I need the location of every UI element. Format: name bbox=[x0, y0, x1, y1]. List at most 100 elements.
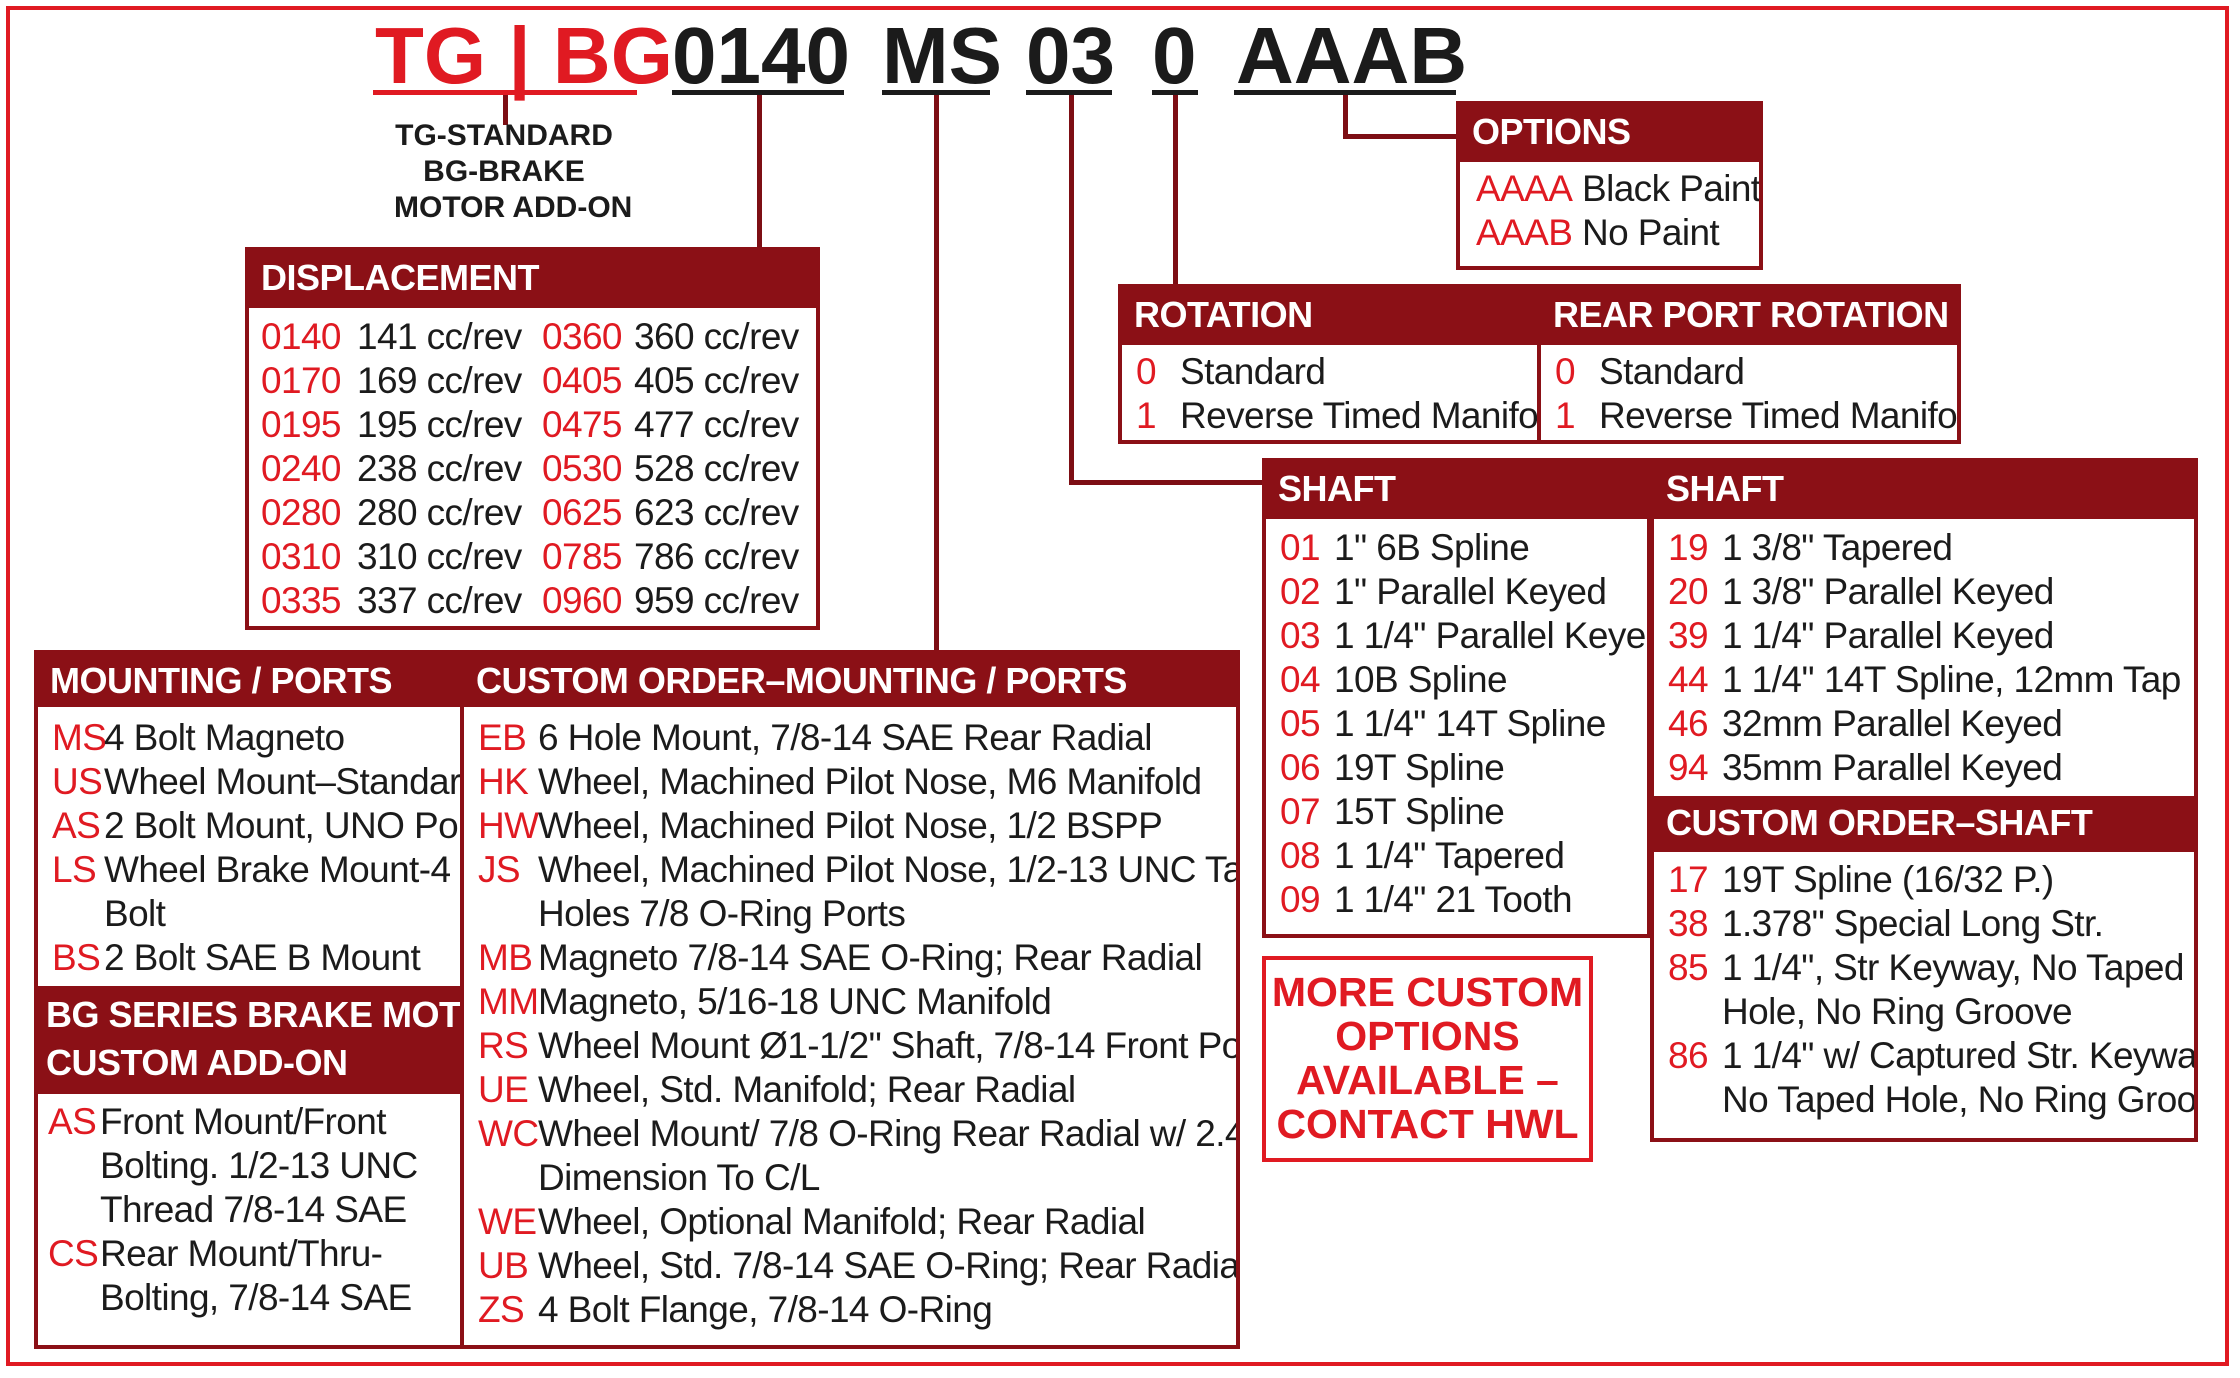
displacement-code: 0170 bbox=[261, 360, 342, 401]
bg-series-label: Bolting. 1/2-13 UNC bbox=[100, 1145, 418, 1186]
mounting-label: Dimension To C/L bbox=[538, 1157, 820, 1198]
custom-shaft-row-continued: No Taped Hole, No Ring Groove bbox=[1722, 1078, 2194, 1122]
mounting-label: Wheel, Std. 7/8-14 SAE O-Ring; Rear Radi… bbox=[538, 1245, 1240, 1286]
shaft-code: 19 bbox=[1668, 527, 1709, 568]
bg-series-label: Bolting, 7/8-14 SAE bbox=[100, 1277, 412, 1318]
rear-port-rotation-code: 1 bbox=[1555, 395, 1576, 436]
displacement-value: 337 cc/rev bbox=[357, 580, 522, 621]
connector-rotation bbox=[1173, 95, 1178, 286]
bg-series-row-continued: Bolting. 1/2-13 UNC bbox=[100, 1144, 418, 1188]
shaft-label: 1 1/4" Tapered bbox=[1334, 835, 1565, 876]
mounting-code: WC bbox=[478, 1113, 539, 1154]
shaft-row: 39 1 1/4" Parallel Keyed bbox=[1668, 614, 2054, 658]
shaft-title-right: SHAFT bbox=[1666, 468, 1784, 509]
code-options: AAAB bbox=[1236, 11, 1468, 100]
displacement-code: 0240 bbox=[261, 448, 342, 489]
underline-options bbox=[1234, 90, 1456, 95]
shaft-code: 38 bbox=[1668, 903, 1709, 944]
bg-series-header: BG SERIES BRAKE MOTOR CUSTOM ADD-ON bbox=[38, 986, 460, 1094]
displacement-code: 0360 bbox=[542, 316, 623, 357]
mounting-code: MS bbox=[52, 717, 107, 758]
mounting-header: MOUNTING / PORTS bbox=[38, 654, 460, 707]
custom-shaft-title: CUSTOM ORDER–SHAFT bbox=[1666, 802, 2093, 843]
shaft-code: 39 bbox=[1668, 615, 1709, 656]
custom-shaft-row-continued: Hole, No Ring Groove bbox=[1722, 990, 2073, 1034]
mounting-label: 2 Bolt Mount, UNO Ports bbox=[104, 805, 464, 846]
mounting-code: UE bbox=[478, 1069, 529, 1110]
mounting-label: Bolt bbox=[104, 893, 166, 934]
mounting-code: MB bbox=[478, 937, 533, 978]
mounting-code: HW bbox=[478, 805, 539, 846]
custom-shaft-header: CUSTOM ORDER–SHAFT bbox=[1654, 796, 2194, 852]
displacement-value: 169 cc/rev bbox=[357, 360, 522, 401]
shaft-label: 35mm Parallel Keyed bbox=[1722, 747, 2063, 788]
shaft-code: 03 bbox=[1280, 615, 1321, 656]
underline-displacement bbox=[672, 90, 844, 95]
shaft-header-right: SHAFT bbox=[1654, 462, 2194, 519]
mounting-label: Wheel, Std. Manifold; Rear Radial bbox=[538, 1069, 1076, 1110]
mounting-code: US bbox=[52, 761, 103, 802]
custom-mounting-header: CUSTOM ORDER–MOUNTING / PORTS bbox=[464, 654, 1236, 707]
mounting-code: RS bbox=[478, 1025, 529, 1066]
displacement-code: 0785 bbox=[542, 536, 623, 577]
shaft-row: 05 1 1/4" 14T Spline bbox=[1280, 702, 1606, 746]
mounting-label: 6 Hole Mount, 7/8-14 SAE Rear Radial bbox=[538, 717, 1153, 758]
option-code: AAAB bbox=[1476, 212, 1573, 253]
shaft-code: 07 bbox=[1280, 791, 1321, 832]
rotation-code: 1 bbox=[1136, 395, 1157, 436]
mounting-code: UB bbox=[478, 1245, 529, 1286]
shaft-code: 17 bbox=[1668, 859, 1709, 900]
shaft-label: 1 1/4" Parallel Keyed bbox=[1722, 615, 2054, 656]
underline-series bbox=[373, 90, 637, 95]
connector-shaft-v bbox=[1069, 95, 1074, 485]
bg-series-label: Thread 7/8-14 SAE bbox=[100, 1189, 407, 1230]
shaft-code: 94 bbox=[1668, 747, 1709, 788]
mounting-label: Wheel Mount/ 7/8 O-Ring Rear Radial w/ 2… bbox=[538, 1113, 1240, 1154]
rotation-title: ROTATION bbox=[1134, 294, 1313, 335]
shaft-code: 05 bbox=[1280, 703, 1321, 744]
rear-port-rotation-label: Standard bbox=[1599, 351, 1745, 392]
displacement-code: 0475 bbox=[542, 404, 623, 445]
mounting-row: USWheel Mount–Standard bbox=[52, 760, 460, 804]
mounting-code: AS bbox=[52, 805, 101, 846]
underline-shaft bbox=[1026, 90, 1112, 95]
shaft-label: 1 3/8" Parallel Keyed bbox=[1722, 571, 2054, 612]
displacement-value: 195 cc/rev bbox=[357, 404, 522, 445]
shaft-label: 1 1/4" 14T Spline bbox=[1334, 703, 1606, 744]
shaft-label: 1.378" Special Long Str. bbox=[1722, 903, 2104, 944]
mounting-code: HK bbox=[478, 761, 529, 802]
displacement-code: 0960 bbox=[542, 580, 623, 621]
series-note-line: MOTOR ADD-ON bbox=[394, 191, 633, 224]
mounting-label: Wheel Brake Mount-4 bbox=[104, 849, 451, 890]
rotation-label: Standard bbox=[1180, 351, 1326, 392]
connector-series bbox=[503, 95, 508, 125]
bg-series-code: AS bbox=[48, 1101, 97, 1142]
options-header: OPTIONS bbox=[1460, 105, 1759, 162]
rotation-header: ROTATION bbox=[1122, 288, 1537, 345]
shaft-label: 1 1/4", Str Keyway, No Taped bbox=[1722, 947, 2184, 988]
